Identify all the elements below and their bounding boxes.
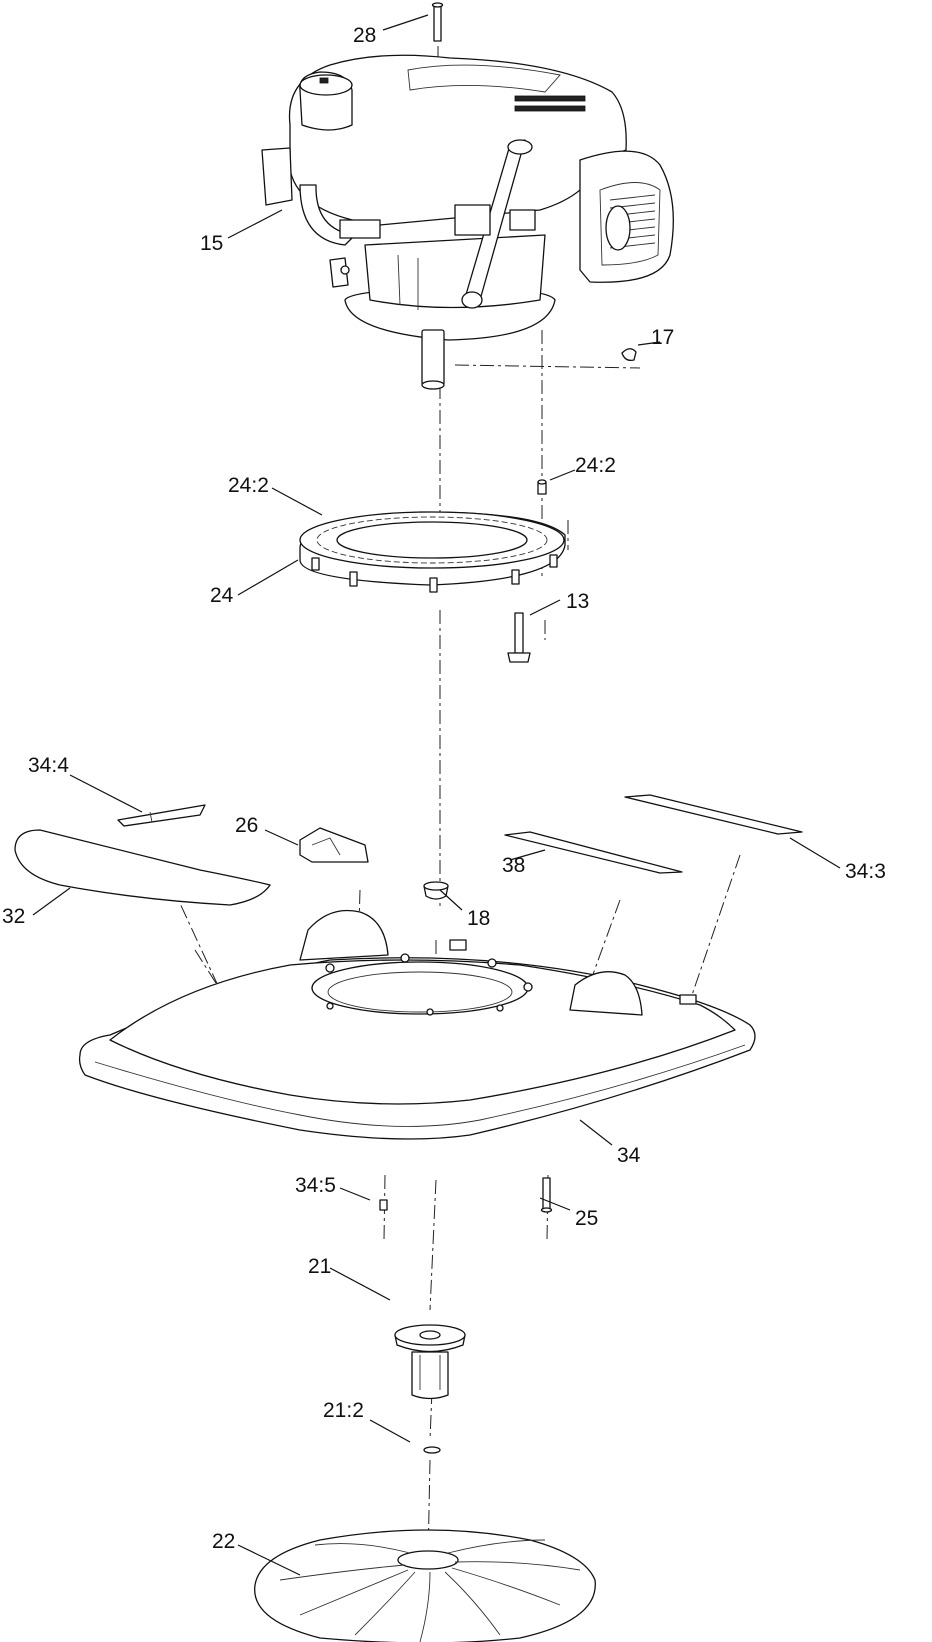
part-18-grommet xyxy=(423,881,449,900)
callout-34: 34 xyxy=(617,1144,641,1167)
callout-21: 21 xyxy=(308,1255,331,1278)
callout-labels: 28 15 17 24:2 24:2 24 13 34:4 26 32 38 3… xyxy=(2,24,886,1553)
callout-13: 13 xyxy=(566,590,589,613)
callout-34-4: 34:4 xyxy=(28,754,69,777)
part-24-2-nut xyxy=(537,479,547,495)
callout-34-5: 34:5 xyxy=(295,1174,336,1197)
mount-ring-studs xyxy=(311,554,558,593)
callout-24-2-nut: 24:2 xyxy=(575,454,616,477)
part-34-5-screw xyxy=(379,1199,388,1211)
callout-25: 25 xyxy=(575,1207,598,1230)
part-21-2-washer xyxy=(423,1446,441,1454)
part-22-fan xyxy=(254,1529,596,1642)
part-24-mount-ring xyxy=(299,511,566,593)
callout-38: 38 xyxy=(502,854,525,877)
callout-22: 22 xyxy=(212,1530,235,1553)
part-32-skirt xyxy=(14,829,271,906)
part-13-bolt xyxy=(507,612,531,663)
deck-mount-holes xyxy=(325,953,533,1016)
callout-32: 32 xyxy=(2,905,25,928)
callout-28: 28 xyxy=(353,24,376,47)
part-34-4-insert xyxy=(117,804,206,827)
callout-21-2: 21:2 xyxy=(323,1399,364,1422)
callout-leaders xyxy=(32,14,841,1576)
shroud-vent-slots xyxy=(514,95,586,112)
part-26-bracket xyxy=(299,827,369,863)
callout-18: 18 xyxy=(467,907,490,930)
fan-vanes xyxy=(279,1539,581,1642)
callout-24: 24 xyxy=(210,584,234,607)
part-34-3-plate xyxy=(624,794,803,835)
part-25-bolt xyxy=(540,1177,553,1213)
part-38-plate xyxy=(504,831,683,874)
part-34-deck xyxy=(78,909,756,1140)
part-28-bolt xyxy=(431,2,444,42)
callout-15: 15 xyxy=(200,232,223,255)
callout-34-3: 34:3 xyxy=(845,860,886,883)
callout-24-2-ring: 24:2 xyxy=(228,474,269,497)
part-15-engine xyxy=(261,54,674,390)
part-21-adapter xyxy=(394,1324,466,1400)
part-17-key xyxy=(621,348,637,361)
callout-17: 17 xyxy=(651,326,674,349)
callout-26: 26 xyxy=(235,814,258,837)
